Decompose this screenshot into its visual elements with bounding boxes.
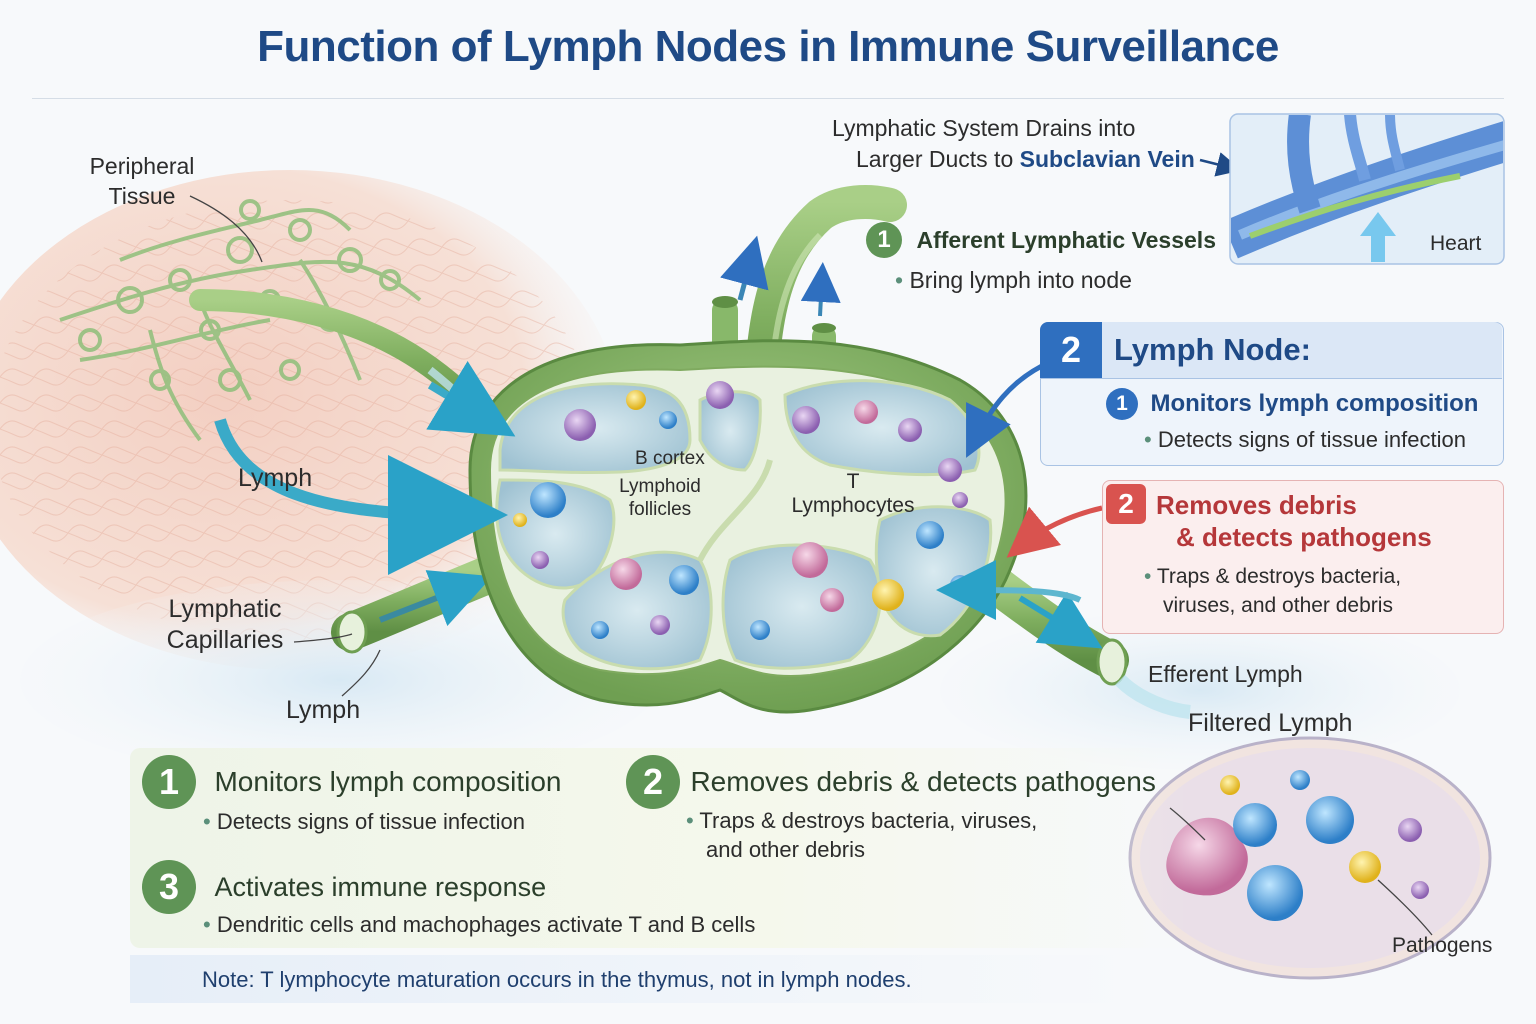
label-pathogens: Pathogens bbox=[1392, 934, 1493, 957]
removes-title-line1: Removes debris bbox=[1156, 490, 1357, 520]
summary-3-title: Activates immune response bbox=[214, 871, 547, 902]
removes-debris-card bbox=[1102, 480, 1504, 634]
afferent-callout: 1 Afferent Lymphatic Vessels bbox=[866, 222, 1216, 258]
label-filtered-lymph: Filtered Lymph bbox=[1188, 709, 1353, 737]
label-b-cortex: B cortex bbox=[635, 448, 705, 469]
summary-item-2: 2 Removes debris & detects pathogens bbox=[626, 755, 1156, 809]
title-divider bbox=[32, 98, 1504, 99]
removes-number-badge: 2 bbox=[1106, 484, 1146, 524]
removes-title-line2: & detects pathogens bbox=[1176, 522, 1432, 552]
lymph-node-card-header bbox=[1040, 322, 1502, 379]
drains-line2-prefix: Larger Ducts to bbox=[856, 146, 1020, 172]
immune-cells bbox=[513, 381, 970, 640]
pointer-arrow-red bbox=[1006, 505, 1103, 558]
summary-item-1: 1 Monitors lymph composition bbox=[142, 755, 561, 809]
lymph-node-card-item: 1 Monitors lymph composition bbox=[1106, 388, 1478, 420]
lymph-node-item-bullet: Detects signs of tissue infection bbox=[1144, 426, 1466, 455]
label-lymphatic-capillaries: Lymphatic Capillaries bbox=[166, 595, 284, 655]
pathogen-inset bbox=[1128, 736, 1492, 980]
pointer-arrow-blue bbox=[966, 359, 1052, 458]
pointer-arrow-navy bbox=[1199, 152, 1242, 177]
summary-item-3: 3 Activates immune response bbox=[142, 860, 546, 914]
summary-3-bullet: Dendritic cells and machophages activate… bbox=[203, 911, 755, 940]
summary-3-number: 3 bbox=[142, 860, 196, 914]
summary-2-bullet-line2: and other debris bbox=[706, 837, 865, 862]
summary-2-number: 2 bbox=[626, 755, 680, 809]
summary-1-title: Monitors lymph composition bbox=[214, 766, 562, 797]
lymph-node-item-number: 1 bbox=[1106, 388, 1138, 420]
summary-1-number: 1 bbox=[142, 755, 196, 809]
label-lymph-bottom: Lymph bbox=[286, 696, 361, 724]
label-efferent-lymph: Efferent Lymph bbox=[1148, 661, 1303, 687]
afferent-number-badge: 1 bbox=[866, 222, 902, 258]
lymph-node bbox=[468, 339, 1028, 714]
removes-bullet-line1: Traps & destroys bacteria, bbox=[1144, 563, 1401, 590]
removes-bullet-line2: viruses, and other debris bbox=[1163, 594, 1393, 617]
summary-2-title: Removes debris & detects pathogens bbox=[690, 766, 1156, 797]
label-t-lymphocytes: T Lymphocytes bbox=[791, 470, 915, 518]
subclavian-vein-inset bbox=[1229, 113, 1505, 265]
label-lymph-left: Lymph bbox=[238, 464, 313, 492]
afferent-bullet: Bring lymph into node bbox=[895, 266, 1131, 296]
note-band bbox=[130, 955, 1130, 1003]
lymph-inflow-arrow bbox=[214, 418, 508, 575]
lymph-node-card-title: Lymph Node: bbox=[1114, 332, 1311, 367]
footnote: Note: T lymphocyte maturation occurs in … bbox=[202, 967, 912, 992]
lymph-node-item-title: Monitors lymph composition bbox=[1150, 390, 1479, 417]
label-drains-line1: Lymphatic System Drains into bbox=[832, 115, 1136, 141]
lymph-node-number-badge: 2 bbox=[1040, 322, 1102, 378]
fluid-background bbox=[20, 580, 660, 780]
afferent-title: Afferent Lymphatic Vessels bbox=[916, 226, 1216, 253]
label-lymphoid-follicles: Lymphoid follicles bbox=[619, 476, 701, 520]
summary-1-bullet: Detects signs of tissue infection bbox=[203, 808, 525, 837]
summary-2-bullet-line1: Traps & destroys bacteria, viruses, bbox=[686, 807, 1037, 836]
label-drains-line2: Larger Ducts to Subclavian Vein bbox=[856, 145, 1195, 175]
label-peripheral-tissue: Peripheral Tissue bbox=[89, 153, 195, 209]
subclavian-vein-text: Subclavian Vein bbox=[1019, 146, 1195, 172]
label-heart: Heart bbox=[1430, 232, 1482, 255]
page-title: Function of Lymph Nodes in Immune Survei… bbox=[257, 22, 1279, 71]
